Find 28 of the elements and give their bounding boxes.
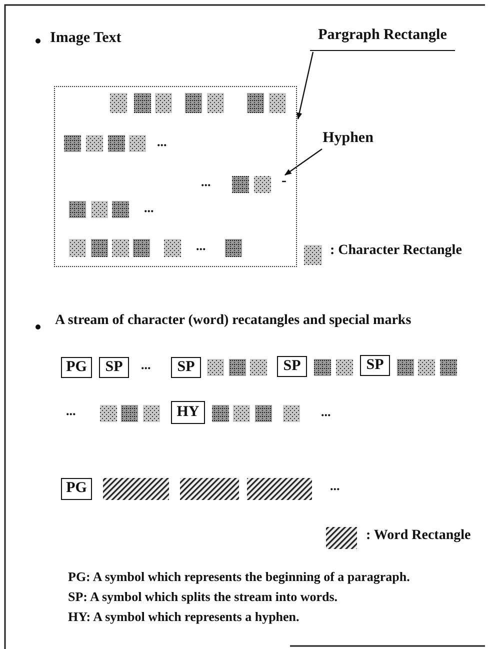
symbol-box: SP [277, 356, 307, 377]
ellipsis: ... [141, 357, 151, 373]
symbol-box: SP [360, 355, 390, 376]
ellipsis: ... [321, 404, 331, 420]
callout-label: Hyphen [318, 128, 378, 148]
symbol-box: SP [171, 357, 201, 378]
hyphen-mark: - [279, 173, 289, 189]
symbol-box: HY [171, 401, 205, 424]
heading: Image Text [50, 30, 122, 47]
ellipsis: ... [196, 238, 206, 254]
ellipsis: ... [157, 134, 167, 150]
ellipsis: ... [201, 174, 211, 190]
symbol-box: PG [61, 478, 92, 500]
leader-line [296, 52, 314, 120]
heading: A stream of character (word) recatangles and special marks [55, 313, 412, 329]
paragraph-rectangle [54, 86, 297, 267]
ellipsis: ... [144, 200, 154, 216]
definition-text: HY: A symbol which represents a hyphen. [68, 609, 300, 625]
symbol-box: SP [99, 357, 129, 378]
definition-text: PG: A symbol which represents the beginning of a paragraph. [68, 569, 410, 585]
callout-label: Pargraph Rectangle [310, 24, 455, 51]
definition-text: SP: A symbol which splits the stream into words. [68, 589, 338, 605]
legend-text: : Character Rectangle [330, 243, 462, 259]
ellipsis: ... [66, 403, 76, 419]
legend-text: : Word Rectangle [366, 528, 471, 544]
leader-line [284, 148, 322, 176]
symbol-box: PG [61, 357, 92, 378]
ellipsis: ... [330, 478, 340, 494]
